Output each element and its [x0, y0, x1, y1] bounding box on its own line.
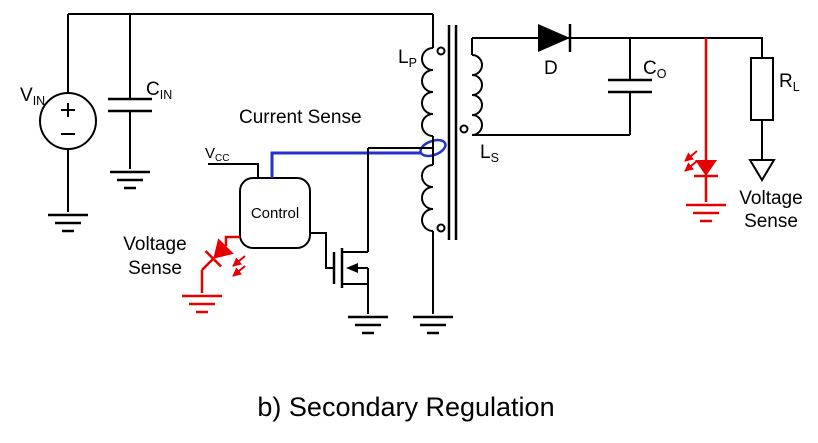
ground-icon: [182, 294, 222, 314]
ground-icon: [48, 213, 88, 233]
load-resistor-rl: RL Voltage Sense: [739, 57, 803, 232]
light-arrow-icon: [232, 255, 246, 267]
co-label-main: C: [643, 58, 657, 79]
co-label: CO: [643, 58, 667, 81]
phase-dot-secondary: [459, 124, 469, 134]
plus-sign: [61, 103, 75, 117]
co-label-sub: O: [657, 67, 667, 81]
diode-label: D: [544, 58, 558, 79]
voltage-sense-left-line2: Sense: [128, 258, 182, 279]
current-sense-label: Current Sense: [239, 107, 362, 128]
control-label: Control: [251, 205, 299, 222]
lp-label: LP: [398, 47, 417, 70]
lp-label-main: L: [398, 47, 409, 68]
current-sense-loop-icon: [419, 138, 447, 158]
voltage-sense-right-line1: Voltage: [739, 188, 802, 209]
aux-winding: [421, 164, 434, 232]
vcc-label: VCC: [205, 145, 229, 164]
caption: b) Secondary Regulation: [257, 392, 554, 422]
gate-wire: [310, 232, 334, 269]
detector-diode: [201, 238, 234, 271]
ground-icon: [348, 315, 388, 335]
ground-icon: [413, 315, 453, 335]
secondary-rails: [472, 37, 763, 136]
ground-icon: [110, 170, 150, 190]
input-source-vin: VIN: [20, 14, 97, 233]
vcc-label-sub: CC: [215, 153, 229, 164]
source-wire: [342, 268, 369, 314]
rl-label: RL: [779, 71, 800, 94]
current-sense-path: Current Sense: [239, 107, 447, 178]
control-block: Control: [239, 177, 311, 249]
capacitor-plates: [608, 78, 652, 94]
vin-label: VIN: [20, 85, 45, 108]
rl-label-main: R: [779, 71, 793, 92]
transformer-core: [447, 25, 458, 240]
light-arrow-icon: [232, 265, 246, 277]
led-triangle: [695, 160, 717, 176]
vcc-node: VCC: [205, 145, 259, 178]
phase-dot-aux: [436, 223, 446, 233]
output-capacitor-co: CO: [608, 38, 667, 135]
lp-label-sub: P: [409, 56, 417, 70]
ls-label-sub: S: [491, 151, 499, 165]
voltage-sense-left-line1: Voltage: [123, 234, 186, 255]
ls-label: LS: [480, 142, 499, 165]
secondary-winding: [471, 54, 483, 136]
resistor-body: [750, 57, 774, 121]
drain-wire: [342, 148, 369, 253]
ls-label-main: L: [480, 142, 491, 163]
vin-label-main: V: [20, 85, 33, 106]
mosfet-arrow-icon: [346, 263, 358, 273]
earth-triangle-icon: [748, 159, 776, 182]
transformer: LP LS: [398, 14, 499, 335]
primary-winding: [421, 47, 434, 137]
rl-label-sub: L: [793, 80, 800, 94]
input-capacitor-cin: CIN: [108, 14, 172, 190]
ground-icon: [686, 203, 726, 223]
phase-dot-primary: [436, 46, 446, 56]
vcc-label-main: V: [205, 145, 215, 162]
opto-detector: Voltage Sense: [123, 234, 246, 314]
capacitor-plates: [108, 97, 152, 113]
led-emission-arrow-icon: [684, 150, 698, 162]
diode-triangle: [538, 24, 570, 52]
opto-led: [684, 38, 726, 223]
led-emission-arrow-icon: [684, 160, 698, 172]
vin-label-sub: IN: [33, 94, 46, 108]
output-diode: D: [538, 24, 572, 79]
mosfet: [310, 148, 388, 335]
cin-label-main: C: [146, 79, 160, 100]
voltage-sense-right-line2: Sense: [744, 211, 798, 232]
cin-label: CIN: [146, 79, 172, 102]
cin-label-sub: IN: [160, 88, 173, 102]
